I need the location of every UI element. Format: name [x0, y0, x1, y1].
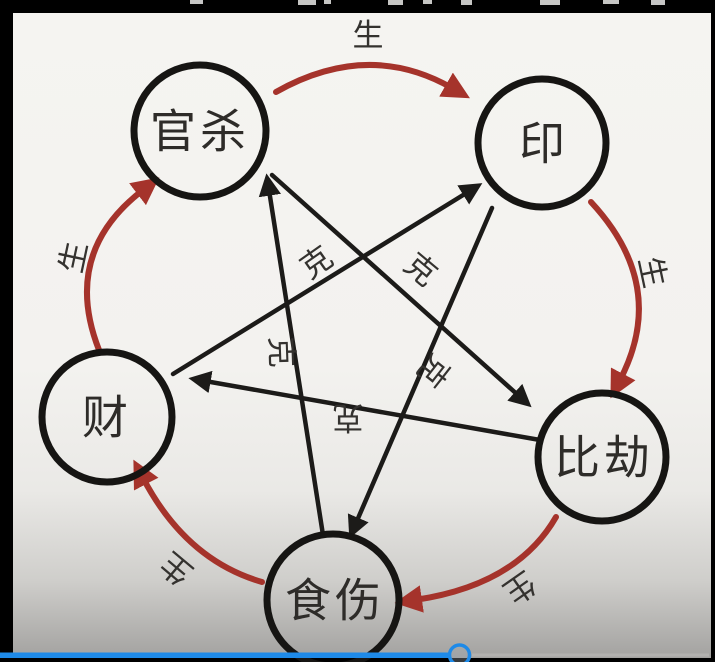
video-player-controls: [0, 643, 709, 662]
sheng-label-left: 生: [53, 238, 95, 276]
overcome-line-shishang-to-guansha: [258, 173, 326, 538]
node-circle-cai: [38, 348, 176, 486]
ke-label-shishang-guansha: 克: [262, 336, 299, 368]
node-circle-bi-jie: [534, 389, 670, 525]
generate-arc-guansha-to-yin: [273, 62, 470, 99]
node-label-cai: 财: [82, 391, 132, 445]
generate-arc-cai-to-guansha: [84, 177, 160, 353]
video-content-background: [13, 13, 711, 658]
node-label-shi-shang: 食伤: [285, 574, 385, 628]
overcome-line-yin-to-shishang: [347, 205, 495, 539]
generate-arc-yin-to-bijie: [588, 199, 642, 399]
generate-arc-bijie-to-shishang: [394, 514, 559, 613]
sheng-label-top: 生: [353, 18, 384, 54]
sheng-label-right: 生: [631, 253, 673, 291]
node-circle-shi-shang: [263, 530, 403, 662]
overcome-line-guansha-to-bijie: [269, 172, 532, 408]
node-label-bi-jie: 比劫: [554, 431, 654, 485]
node-circle-guan-sha: [130, 61, 270, 201]
node-label-guan-sha: 官杀: [150, 105, 250, 159]
overcome-line-cai-to-yin: [170, 183, 483, 377]
video-progress-handle[interactable]: [447, 643, 472, 662]
node-circle-yin: [474, 75, 610, 211]
overcome-line-bijie-to-cai: [188, 370, 543, 443]
video-progress-bar[interactable]: [0, 652, 449, 659]
node-label-yin: 印: [519, 117, 569, 171]
generate-arc-shishang-to-cai: [133, 459, 265, 585]
top-letterbox-text-remnants: [190, 0, 665, 5]
ke-label-bijie-cai: 克: [333, 399, 364, 435]
